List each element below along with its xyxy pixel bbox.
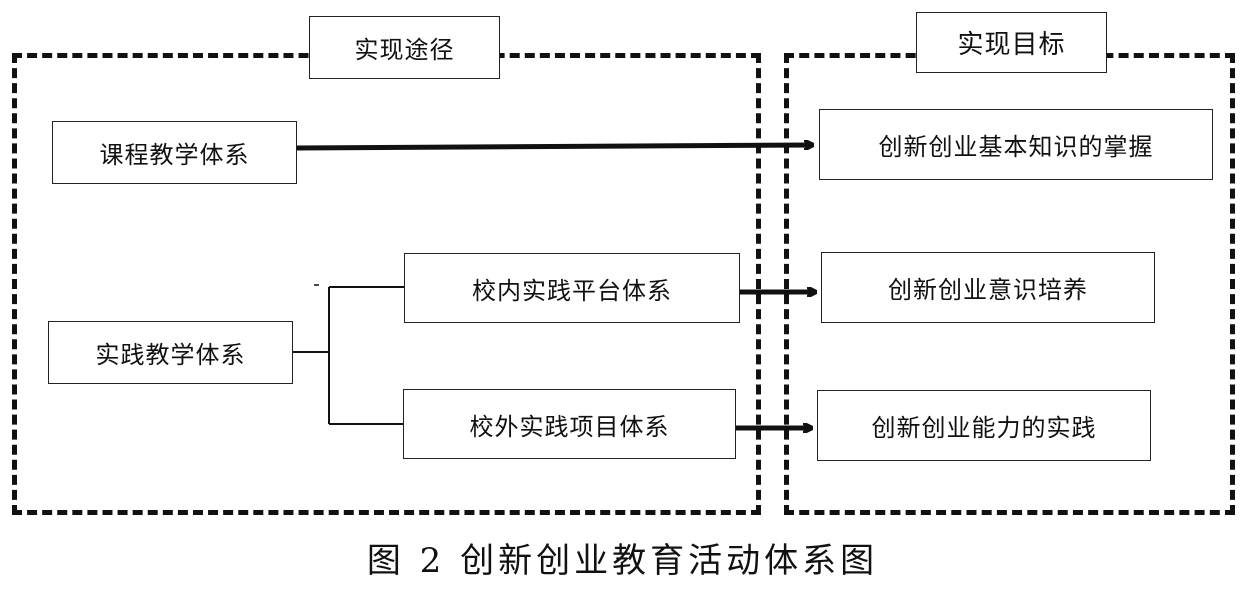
campus-practice-node: 校内实践平台体系	[404, 253, 740, 323]
arrow-knowledge	[296, 145, 812, 151]
course-teaching-node: 课程教学体系	[52, 121, 297, 184]
figure-caption: 图 2 创新创业教育活动体系图	[366, 541, 879, 581]
path-group-title: 实现途径	[309, 16, 500, 79]
practice-teaching-node: 实践教学体系	[48, 321, 293, 384]
goal-knowledge-node: 创新创业基本知识的掌握	[819, 109, 1213, 180]
offcampus-practice-node: 校外实践项目体系	[403, 389, 736, 459]
goal-ability-node: 创新创业能力的实践	[817, 390, 1151, 461]
goal-awareness-node: 创新创业意识培养	[821, 252, 1155, 323]
goal-group-title: 实现目标	[916, 12, 1107, 73]
